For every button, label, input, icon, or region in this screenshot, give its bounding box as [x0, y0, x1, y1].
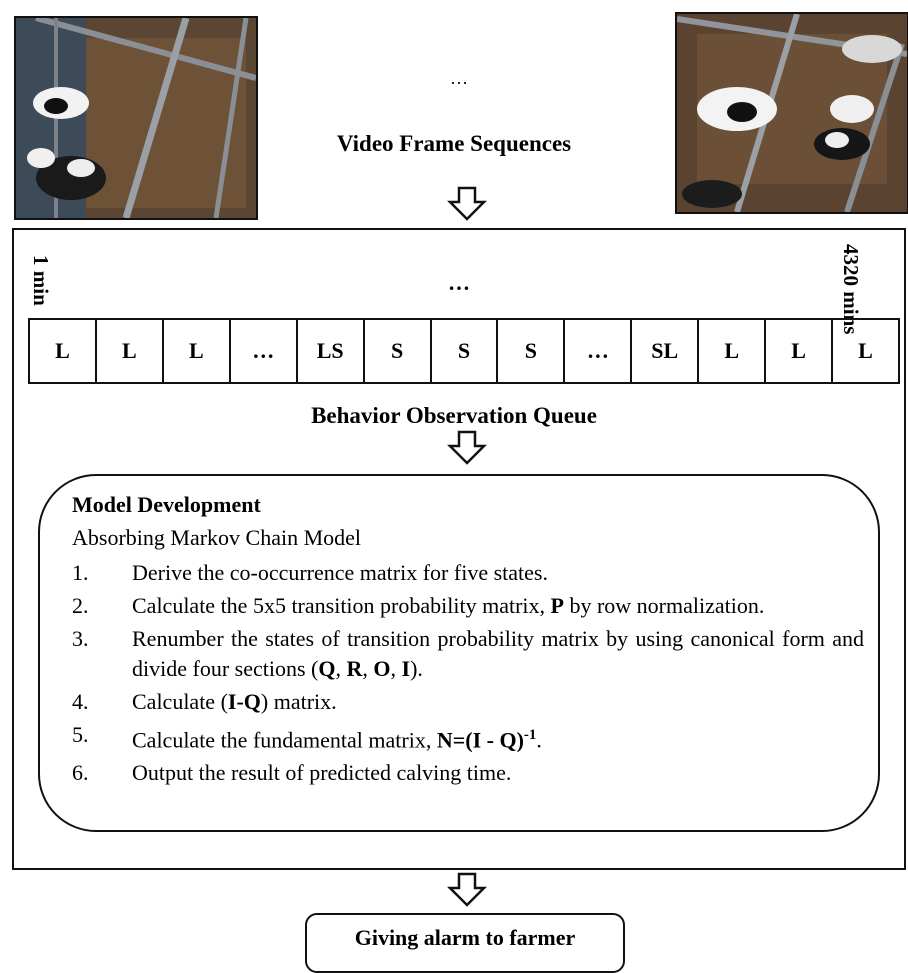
step-number: 2.	[72, 593, 89, 618]
step-item: 2. Calculate the 5x5 transition probabil…	[72, 591, 864, 621]
step-text: Calculate (I-Q) matrix.	[132, 687, 864, 717]
queue-cell: L	[55, 338, 70, 363]
step-text: Calculate the fundamental matrix, N=(I -…	[132, 720, 864, 755]
queue-cell: L	[94, 320, 162, 382]
fundamental-matrix-formula: N=(I - Q)	[436, 727, 524, 753]
step-text-part: ) matrix.	[260, 689, 337, 714]
step-item: 1. Derive the co-occurrence matrix for f…	[72, 558, 864, 588]
queue-cell: …	[563, 320, 630, 382]
formula-exponent: -1	[523, 727, 537, 743]
queue-cell: L	[764, 320, 831, 382]
model-development-box	[38, 474, 880, 832]
down-arrow-icon	[447, 430, 487, 465]
queue-cell: LS	[295, 320, 363, 382]
step-text: Derive the co-occurrence matrix for five…	[132, 560, 548, 585]
barn-image-first	[16, 18, 256, 218]
step-item: 6. Output the result of predicted calvin…	[72, 758, 864, 788]
step-number: 1.	[72, 560, 89, 585]
matrix-symbol: P	[550, 593, 564, 618]
down-arrow-icon	[447, 872, 487, 907]
queue-cell: L	[697, 320, 764, 382]
queue-cell: L	[161, 320, 229, 382]
step-text-part: Calculate the fundamental matrix,	[132, 727, 437, 753]
step-text-part: Renumber the states of transition probab…	[132, 626, 864, 681]
video-frame-first	[14, 16, 258, 220]
down-arrow-icon	[447, 186, 487, 221]
matrix-symbol: I	[401, 656, 411, 681]
process-container	[12, 228, 906, 870]
matrix-symbol: O	[373, 656, 391, 681]
step-number: 3.	[72, 626, 89, 651]
queue-cell: …	[228, 320, 296, 382]
queue-cell: L	[831, 320, 898, 382]
step-text: Calculate the 5x5 transition probability…	[132, 591, 864, 621]
step-text-part: ).	[410, 656, 423, 681]
matrix-symbol: I-Q	[227, 689, 261, 714]
step-item: 4. Calculate (I-Q) matrix.	[72, 687, 864, 717]
video-frame-last	[675, 12, 908, 214]
matrix-symbol: Q	[318, 656, 336, 681]
step-item: 5. Calculate the fundamental matrix, N=(…	[72, 720, 864, 755]
step-text: Output the result of predicted calving t…	[132, 760, 512, 786]
behavior-queue: L L L … LS S S S … SL L L L	[28, 318, 900, 384]
model-subtitle: Absorbing Markov Chain Model	[72, 525, 362, 550]
barn-image-last	[677, 14, 907, 212]
model-steps: 1. Derive the co-occurrence matrix for f…	[72, 558, 864, 791]
behavior-observation-queue-title: Behavior Observation Queue	[311, 403, 597, 428]
frames-ellipsis: …	[450, 68, 468, 88]
step-text-part: by row normalization.	[563, 593, 765, 618]
alarm-label: Giving alarm to farmer	[354, 925, 576, 950]
step-text: Renumber the states of transition probab…	[132, 626, 864, 681]
step-number: 6.	[72, 760, 89, 786]
queue-start-label: 1 min	[29, 255, 53, 306]
queue-cell: SL	[630, 320, 697, 382]
alarm-box: Giving alarm to farmer	[305, 913, 625, 973]
video-frame-sequences-title: Video Frame Sequences	[336, 131, 572, 156]
step-number: 5.	[72, 722, 89, 747]
step-text-part: Calculate (	[132, 689, 228, 714]
model-development-title: Model Development	[72, 492, 261, 517]
step-item: 3. Renumber the states of transition pro…	[72, 624, 864, 684]
queue-cell: S	[496, 320, 563, 382]
timeline-ellipsis: …	[448, 270, 470, 295]
queue-cell: S	[362, 320, 430, 382]
step-number: 4.	[72, 689, 89, 714]
queue-cell: S	[429, 320, 497, 382]
step-text-part: Calculate the 5x5 transition probability…	[132, 593, 551, 618]
step-text-part: .	[536, 727, 542, 753]
matrix-symbol: R	[346, 656, 363, 681]
